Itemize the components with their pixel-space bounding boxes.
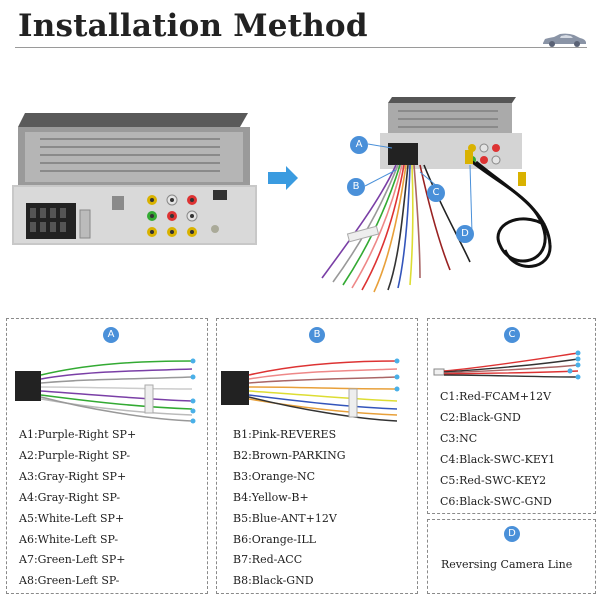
head-unit-illustration (12, 97, 552, 293)
panel-b-wire-list: B1:Pink-REVERES B2:Brown-PARKING B3:Oran… (233, 425, 346, 592)
wire-b4: B4:Yellow-B+ (233, 490, 309, 504)
harness-c-image (433, 350, 581, 380)
harness-b-image (221, 358, 400, 422)
wire-b1: B1:Pink-REVERES (233, 428, 337, 441)
wire-a5: A5:White-Left SP+ (19, 511, 125, 525)
wire-c2: C2:Black-GND (440, 410, 521, 424)
wire-a4: A4:Gray-Right SP- (19, 490, 121, 504)
panel-c: C C1:Red-FCAM+12V C2:Black-GND C3:NC C4:… (427, 318, 596, 514)
wire-a7: A7:Green-Left SP+ (19, 553, 126, 567)
panel-a-wire-list: A1:Purple-Right SP+ A2:Purple-Right SP- … (19, 425, 136, 592)
wire-b5: B5:Blue-ANT+12V (233, 511, 337, 525)
panel-b: B B1:Pink-REVERES B2:Brown-PARKING B3:Or… (216, 318, 418, 594)
car-icon (543, 33, 586, 47)
wire-b6: B6:Orange-ILL (233, 532, 316, 546)
panel-c-wire-list: C1:Red-FCAM+12V C2:Black-GND C3:NC C4:Bl… (440, 387, 555, 512)
callout-b: B (347, 178, 365, 196)
callout-a: A (350, 136, 368, 154)
wire-c1: C1:Red-FCAM+12V (440, 390, 552, 403)
radio-unit-rear-view (12, 113, 257, 245)
wire-c6: C6:Black-SWC-GND (440, 494, 552, 508)
wire-c3: C3:NC (440, 431, 478, 445)
wire-b3: B3:Orange-NC (233, 469, 316, 483)
direction-arrow (268, 166, 298, 190)
panel-c-badge: C (504, 327, 520, 343)
harness-a-image (15, 358, 196, 424)
wire-a1: A1:Purple-Right SP+ (19, 428, 137, 441)
callout-d: D (456, 225, 474, 243)
panel-d-badge: D (504, 526, 520, 542)
panel-a: A A1:Purple-Right SP+ A2:Purple-Right SP… (6, 318, 208, 594)
wire-a3: A3:Gray-Right SP+ (19, 469, 127, 483)
wire-c5: C5:Red-SWC-KEY2 (440, 473, 547, 487)
wire-a8: A8:Green-Left SP- (19, 574, 120, 588)
panel-a-badge: A (103, 327, 119, 343)
wire-b8: B8:Black-GND (233, 574, 314, 588)
wire-b7: B7:Red-ACC (233, 553, 303, 567)
page-title: Installation Method (18, 8, 368, 44)
title-divider (15, 47, 587, 48)
radio-unit-with-harness (321, 97, 552, 293)
wire-b2: B2:Brown-PARKING (233, 448, 346, 462)
callout-c: C (427, 184, 445, 202)
wire-a2: A2:Purple-Right SP- (19, 448, 131, 462)
wire-a6: A6:White-Left SP- (19, 532, 119, 546)
reversing-camera-label: Reversing Camera Line (441, 558, 573, 571)
panel-b-badge: B (309, 327, 325, 343)
wire-c4: C4:Black-SWC-KEY1 (440, 452, 556, 466)
panel-d: D Reversing Camera Line (427, 519, 596, 594)
